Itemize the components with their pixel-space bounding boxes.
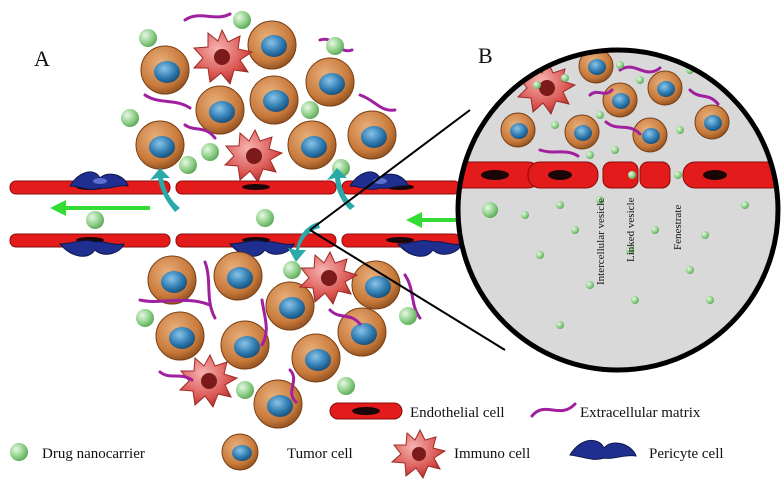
immuno-cell [192,28,254,86]
legend-item-endothelial: Endothelial cell [329,402,505,421]
lower-tumor-cluster [136,250,422,429]
panel-label-a: A [34,46,50,71]
legend-label: Immuno cell [454,446,530,462]
tumor-cell [347,110,397,160]
inset-magnified-view: Intercellular vesicle Linked vesicle Fen… [455,47,781,373]
legend-label: Pericyte cell [649,446,724,462]
extracellular-matrix-fiber [158,370,194,382]
drug-nanocarrier [283,261,301,279]
tumor-cell [135,120,185,170]
extracellular-matrix-fiber [183,12,232,22]
drug-nanocarrier [139,29,157,47]
legend-item-pericyte: Pericyte cell [569,439,724,462]
drug-nanocarrier [201,143,219,161]
extracellular-matrix-fiber [143,93,192,110]
extravasation-arrow [288,222,320,262]
legend-label: Extracellular matrix [580,405,701,421]
drug-nanocarrier [256,209,274,227]
drug-nanocarrier [121,109,139,127]
drug-nanocarrier [301,101,319,119]
legend-label: Endothelial cell [410,405,505,421]
tumor-cell [287,120,337,170]
tumor-cell [147,255,197,305]
immuno-cell [298,250,359,306]
extravasation-arrow [150,168,180,212]
drug-nanocarrier [233,11,251,29]
tumor-cell [247,20,297,70]
pericyte-cell [228,240,295,257]
drug-nanocarrier [86,211,104,229]
tumor-cell [213,251,263,301]
intercellular-vesicle-label: Intercellular vesicle [595,198,607,285]
tumor-cell [694,104,730,140]
linked-vesicle-label: Linked vesicle [625,197,637,262]
tumor-cell [337,307,387,357]
pericyte-cell [69,171,129,190]
tumor-cell [351,260,401,310]
immuno-cell [223,128,284,184]
drug-nanocarrier [326,37,344,55]
tumor-cell [220,320,270,370]
zoom-line [309,229,506,351]
extracellular-matrix-fiber [588,88,614,97]
extracellular-matrix-fiber [288,368,298,404]
tumor-cell [564,114,600,150]
extracellular-matrix-fiber [138,298,212,307]
tumor-cell [155,311,205,361]
legend-label: Tumor cell [287,446,353,462]
extracellular-matrix-fiber [403,273,422,320]
extracellular-matrix-fiber [688,88,720,106]
extracellular-matrix-fiber [358,93,397,112]
tumor-cell [291,333,341,383]
panel-label-b: B [478,43,493,68]
legend-item-tumor: Tumor cell [221,433,353,471]
drug-nanocarrier [337,377,355,395]
pericyte-cell [58,240,125,257]
tumor-cell [632,117,668,153]
inset-endothelium [458,161,778,189]
legend: Endothelial cell Extracellular matrix Dr… [10,402,724,480]
extracellular-matrix-fiber [618,65,662,74]
extravasation-arrow [327,168,355,210]
zoom-line [309,109,471,231]
immuno-cell [178,353,239,409]
tumor-cell [500,112,536,148]
extracellular-matrix-fiber [538,148,580,158]
drug-nanocarrier [399,307,417,325]
extracellular-matrix-fiber [604,120,642,136]
tumor-cell [305,57,355,107]
extracellular-matrix-fiber [328,308,362,326]
upper-tumor-cluster [121,11,397,184]
legend-item-nanocarrier: Drug nanocarrier [10,443,145,462]
drug-nanocarrier [236,381,254,399]
tumor-cell [265,281,315,331]
tumor-cell [249,75,299,125]
extracellular-matrix-fiber [260,298,268,347]
fenestrate-label: Fenestrate [672,205,684,250]
tumor-cell [578,50,614,84]
legend-item-immuno: Immuno cell [390,428,530,480]
tumor-cell [602,82,638,118]
tumor-cell [195,85,245,135]
drug-nanocarrier [179,156,197,174]
legend-item-ecm: Extracellular matrix [530,402,701,421]
blood-flow-arrow [50,200,150,216]
legend-label: Drug nanocarrier [42,446,145,462]
inset-nanocarriers [482,61,749,329]
blood-vessel [9,168,490,262]
tumor-cell [647,70,683,106]
drug-nanocarrier [136,309,154,327]
extracellular-matrix-fiber [183,123,217,140]
tumor-cell [140,45,190,95]
tumor-cell [253,379,303,429]
extracellular-matrix-fiber [203,260,217,320]
